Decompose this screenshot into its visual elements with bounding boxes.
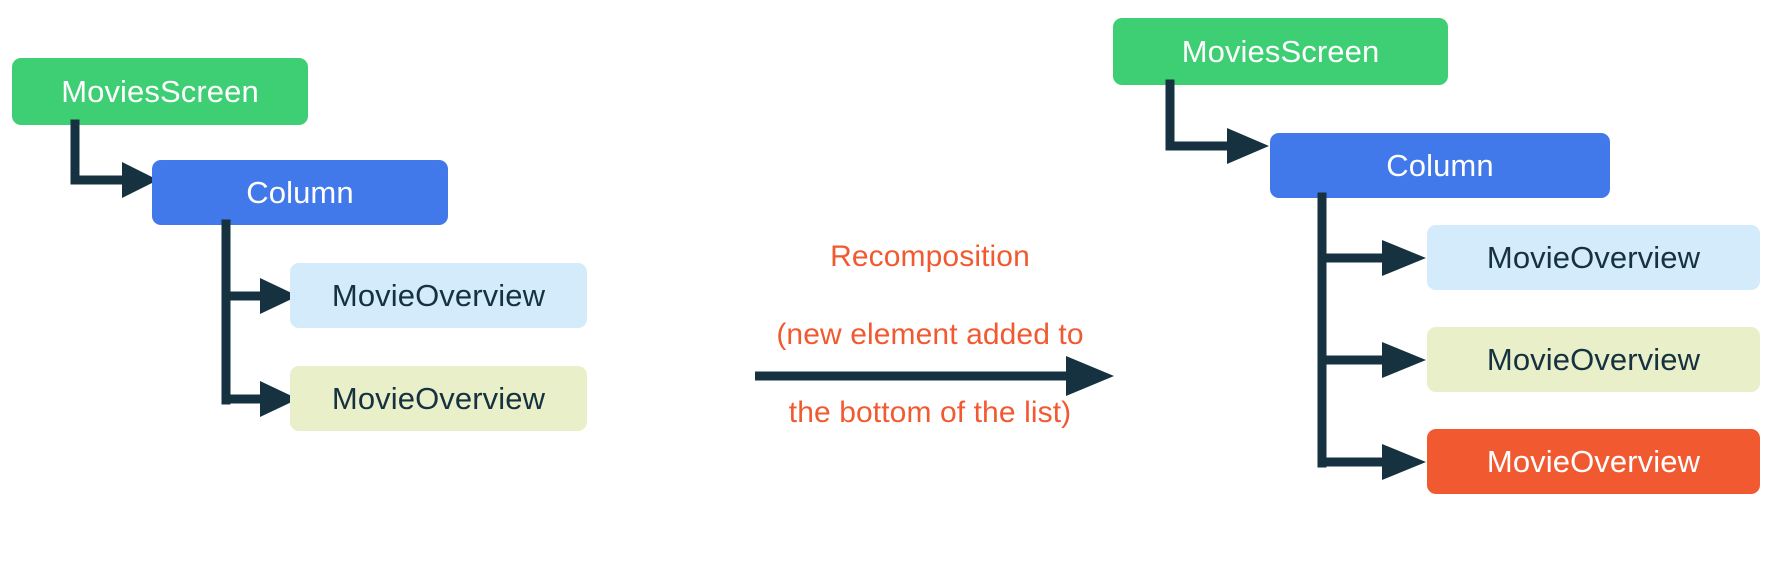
after-node-movie-overview-1-label: MovieOverview [1486,240,1701,275]
recomposition-caption-line-2: (new element added to [776,318,1084,351]
recomposition-caption-line-3: the bottom of the list) [788,396,1072,429]
before-node-movie-overview-1[interactable]: MovieOverview [290,263,587,328]
after-node-movie-overview-2[interactable]: MovieOverview [1427,327,1760,392]
before-node-movies-screen-label: MoviesScreen [61,74,259,109]
recomposition-caption: Recomposition (new element added to the … [680,198,1180,471]
after-connector-column-to-children [1317,192,1426,480]
before-connector-column-to-children [221,219,298,417]
before-node-movies-screen[interactable]: MoviesScreen [12,58,308,125]
after-node-column-label: Column [1386,148,1494,183]
before-node-movie-overview-1-label: MovieOverview [331,278,546,313]
before-connector-root-to-column [70,119,158,198]
after-node-movie-overview-3-new[interactable]: MovieOverview [1427,429,1760,494]
recomposition-caption-line-1: Recomposition [830,240,1030,273]
before-node-movie-overview-2[interactable]: MovieOverview [290,366,587,431]
after-node-movie-overview-1[interactable]: MovieOverview [1427,225,1760,290]
after-node-movies-screen[interactable]: MoviesScreen [1113,18,1448,85]
after-node-movie-overview-3-label: MovieOverview [1486,444,1701,479]
recomposition-right-arrow-icon [755,356,1114,396]
before-node-movie-overview-2-label: MovieOverview [331,381,546,416]
after-node-movies-screen-label: MoviesScreen [1181,34,1380,69]
after-connector-root-to-column [1165,79,1269,164]
after-node-column[interactable]: Column [1270,133,1610,198]
after-node-movie-overview-2-label: MovieOverview [1486,342,1701,377]
before-node-column-label: Column [246,175,354,210]
before-node-column[interactable]: Column [152,160,448,225]
